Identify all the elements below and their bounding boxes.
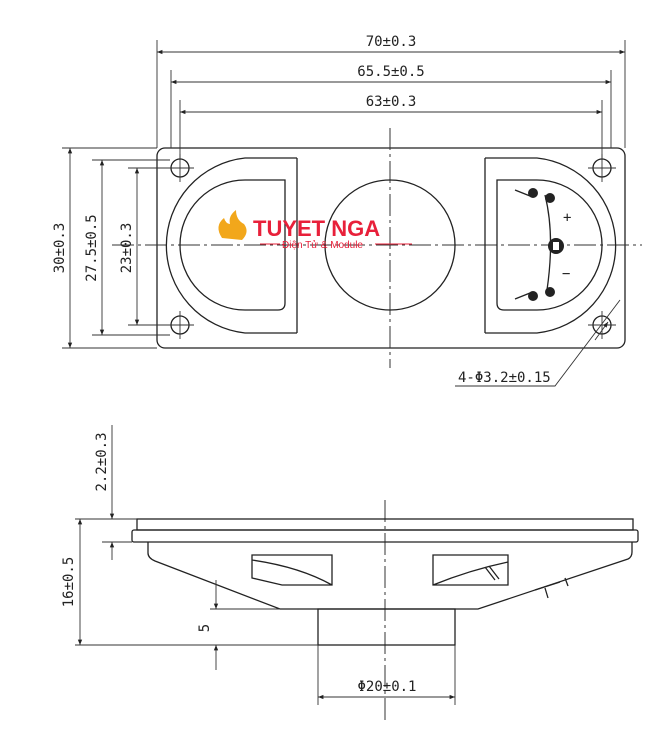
magnet (317, 608, 456, 646)
dim-width-mount: 65.5±0.5 (357, 64, 424, 80)
dim-magnet-diameter: Φ20±0.1 (357, 679, 416, 695)
plus-label: + (563, 210, 571, 226)
dim-flange-thickness: 2.2±0.3 (94, 432, 110, 491)
dim-hole-spacing-x: 63±0.3 (366, 94, 417, 110)
minus-label: − (562, 266, 570, 282)
magnet-circle (324, 179, 456, 311)
dim-holes: 4-Φ3.2±0.15 (458, 370, 551, 386)
svg-text:TUYET NGA: TUYET NGA (253, 216, 380, 241)
dim-hole-spacing-y: 23±0.3 (119, 223, 135, 274)
dim-total-depth: 16±0.5 (61, 557, 77, 608)
logo-flame-icon (218, 210, 247, 240)
dim-width-overall: 70±0.3 (366, 34, 417, 50)
terminals: + − (514, 188, 571, 301)
dim-height-overall: 30±0.3 (52, 223, 68, 274)
frame-outline (156, 147, 626, 349)
basket (147, 542, 633, 610)
flange (131, 529, 639, 543)
svg-text:Điện Tử & Module: Điện Tử & Module (282, 239, 363, 251)
dim-magnet-height: 5 (197, 624, 213, 632)
side-view: 2.2±0.3 16±0.5 5 Φ20±0.1 (61, 425, 639, 720)
left-port-outline (165, 157, 297, 334)
dim-height-mount: 27.5±0.5 (84, 214, 100, 281)
watermark-logo: TUYET NGA Điện Tử & Module (218, 210, 412, 251)
top-view: + − 70±0.3 65.5±0.5 63±0.3 30±0.3 27.5±0… (52, 34, 642, 387)
